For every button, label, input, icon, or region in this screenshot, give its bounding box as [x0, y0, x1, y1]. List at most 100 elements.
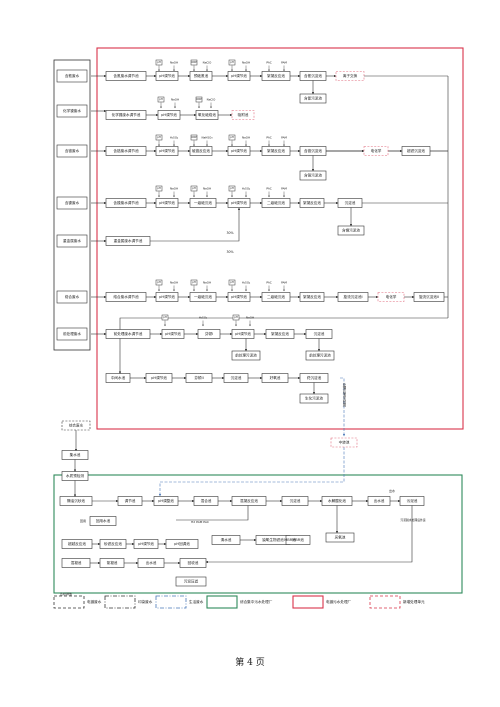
legend-swatch-lg6	[369, 595, 401, 609]
central-chems: H2 PAM PAC	[191, 520, 209, 524]
box-p68	[61, 539, 93, 549]
chem-39: pH	[234, 315, 238, 319]
source-src-6-label: 络合废水	[65, 294, 80, 299]
box-p9	[157, 110, 181, 120]
box-p70	[133, 539, 159, 549]
box-p6	[299, 71, 327, 81]
source-src-5	[56, 234, 88, 248]
box-p71-label: pH回调池	[174, 541, 190, 546]
box-p17-label: 含铬污泥池	[304, 173, 322, 178]
chem-6: NaOH	[242, 61, 250, 65]
chem-28: PAM	[281, 187, 287, 191]
source-src-1-label: 含氰废水	[65, 73, 80, 78]
box-p48-label: 好氧池	[270, 375, 281, 380]
legend-swatch-lg1	[53, 595, 85, 609]
box-d1-label: 离子交换	[343, 73, 358, 78]
chem-33: pH	[230, 280, 234, 284]
box-p67	[285, 535, 311, 545]
flow-p49-transfer	[340, 377, 346, 437]
chem-34: H₂SO₄	[242, 281, 251, 285]
box-p1	[105, 71, 147, 81]
box-p44	[105, 373, 131, 383]
box-p30	[189, 292, 217, 302]
box-p36	[105, 329, 151, 339]
chem-2: NaOH	[170, 61, 178, 65]
source-src-4-label: 含镍废水	[65, 200, 80, 205]
chem-19: PAC	[266, 136, 271, 140]
probe-5	[228, 59, 236, 66]
chem-7: PAC	[266, 61, 271, 65]
box-p12-label: pH调节池	[159, 148, 175, 153]
box-p60-label: 厌氧池	[335, 535, 346, 540]
box-p30-label: 一级破沉池	[194, 294, 212, 299]
probe-9	[157, 96, 165, 103]
box-p31-label: pH调节池	[231, 294, 247, 299]
probe-37	[161, 314, 169, 321]
box-p15-label: 絮凝反应池	[267, 148, 285, 153]
box-p38	[197, 329, 221, 339]
box-p55	[153, 496, 179, 506]
box-p53	[59, 496, 93, 506]
note-discharge: 达标排放	[60, 591, 72, 596]
box-p38-label: 芬顿I	[205, 331, 213, 336]
box-d5	[330, 437, 358, 448]
box-d4-label: 电化学	[386, 294, 397, 299]
box-p51-label: 集水池	[70, 452, 81, 457]
box-p7-label: 含氰污泥池	[304, 96, 322, 101]
probe-25	[228, 185, 236, 192]
chem-4: NaClO	[203, 61, 213, 65]
box-p26	[337, 225, 365, 236]
box-p52-label: 水质预检测	[66, 473, 84, 478]
box-d4	[377, 292, 405, 302]
box-p37-label: pH调节池	[165, 331, 181, 336]
box-p12	[155, 146, 179, 156]
chem-30: NaOH	[170, 281, 178, 285]
probe-3	[190, 59, 198, 66]
box-d6-label: 综合废水	[69, 423, 84, 428]
box-p65-label: 清水池	[221, 537, 232, 542]
pct-label-1: 30%	[226, 231, 233, 235]
chem-16: NaHSO₃	[201, 136, 212, 140]
central-plant-frame	[53, 474, 463, 594]
box-p29	[155, 292, 179, 302]
box-p74-label: 出水池	[146, 560, 157, 565]
box-p48	[261, 373, 289, 383]
box-p13-label: 破铬反应池	[192, 148, 210, 153]
box-p25-label: 沉淀池	[345, 200, 356, 205]
probe-15	[190, 134, 198, 141]
source-src-4	[56, 196, 88, 210]
box-p24-label: 絮凝反应池	[303, 200, 321, 205]
box-p46	[185, 373, 213, 383]
box-p62	[399, 496, 425, 506]
box-d1	[335, 71, 365, 81]
chem-11: ORP	[196, 97, 202, 101]
probe-13	[155, 134, 163, 141]
box-p31	[227, 292, 251, 302]
probe-33	[228, 279, 236, 286]
note-outflow: 出水	[389, 488, 395, 493]
box-p66-label: 缺氧生物滤池	[262, 537, 284, 542]
box-d6	[61, 420, 91, 431]
box-p50-label: 生化污泥池	[305, 396, 323, 401]
chem-8: PAM	[281, 61, 287, 65]
box-p22	[227, 198, 251, 208]
legend-label-lg6: 新增处理单元	[403, 599, 425, 604]
box-p34-label: 旋流沉淀池I	[343, 294, 362, 299]
box-p35-label: 旋流沉淀池II	[419, 294, 439, 299]
flow-return	[205, 505, 413, 564]
sidebar-label: 处理后清水回用	[342, 382, 346, 407]
box-p7	[299, 93, 327, 104]
box-p69-label: 砂滤反应池	[104, 541, 122, 546]
probe-11	[195, 96, 203, 103]
box-p3-label: 预破氰池	[194, 73, 209, 78]
box-p11-label: 含铬废水调节池	[113, 148, 139, 153]
box-p58-label: 沉淀池	[290, 498, 301, 503]
box-p56-label: 混合池	[201, 498, 212, 503]
electroplating-plant-frame	[96, 47, 464, 430]
box-p8	[105, 110, 147, 120]
box-p5-label: 絮凝反应池	[267, 73, 285, 78]
box-p53-label: 隔油沉砂池	[67, 498, 85, 503]
box-p45	[145, 373, 173, 383]
box-p21	[189, 198, 217, 208]
legend-swatch-lg5	[292, 595, 324, 609]
